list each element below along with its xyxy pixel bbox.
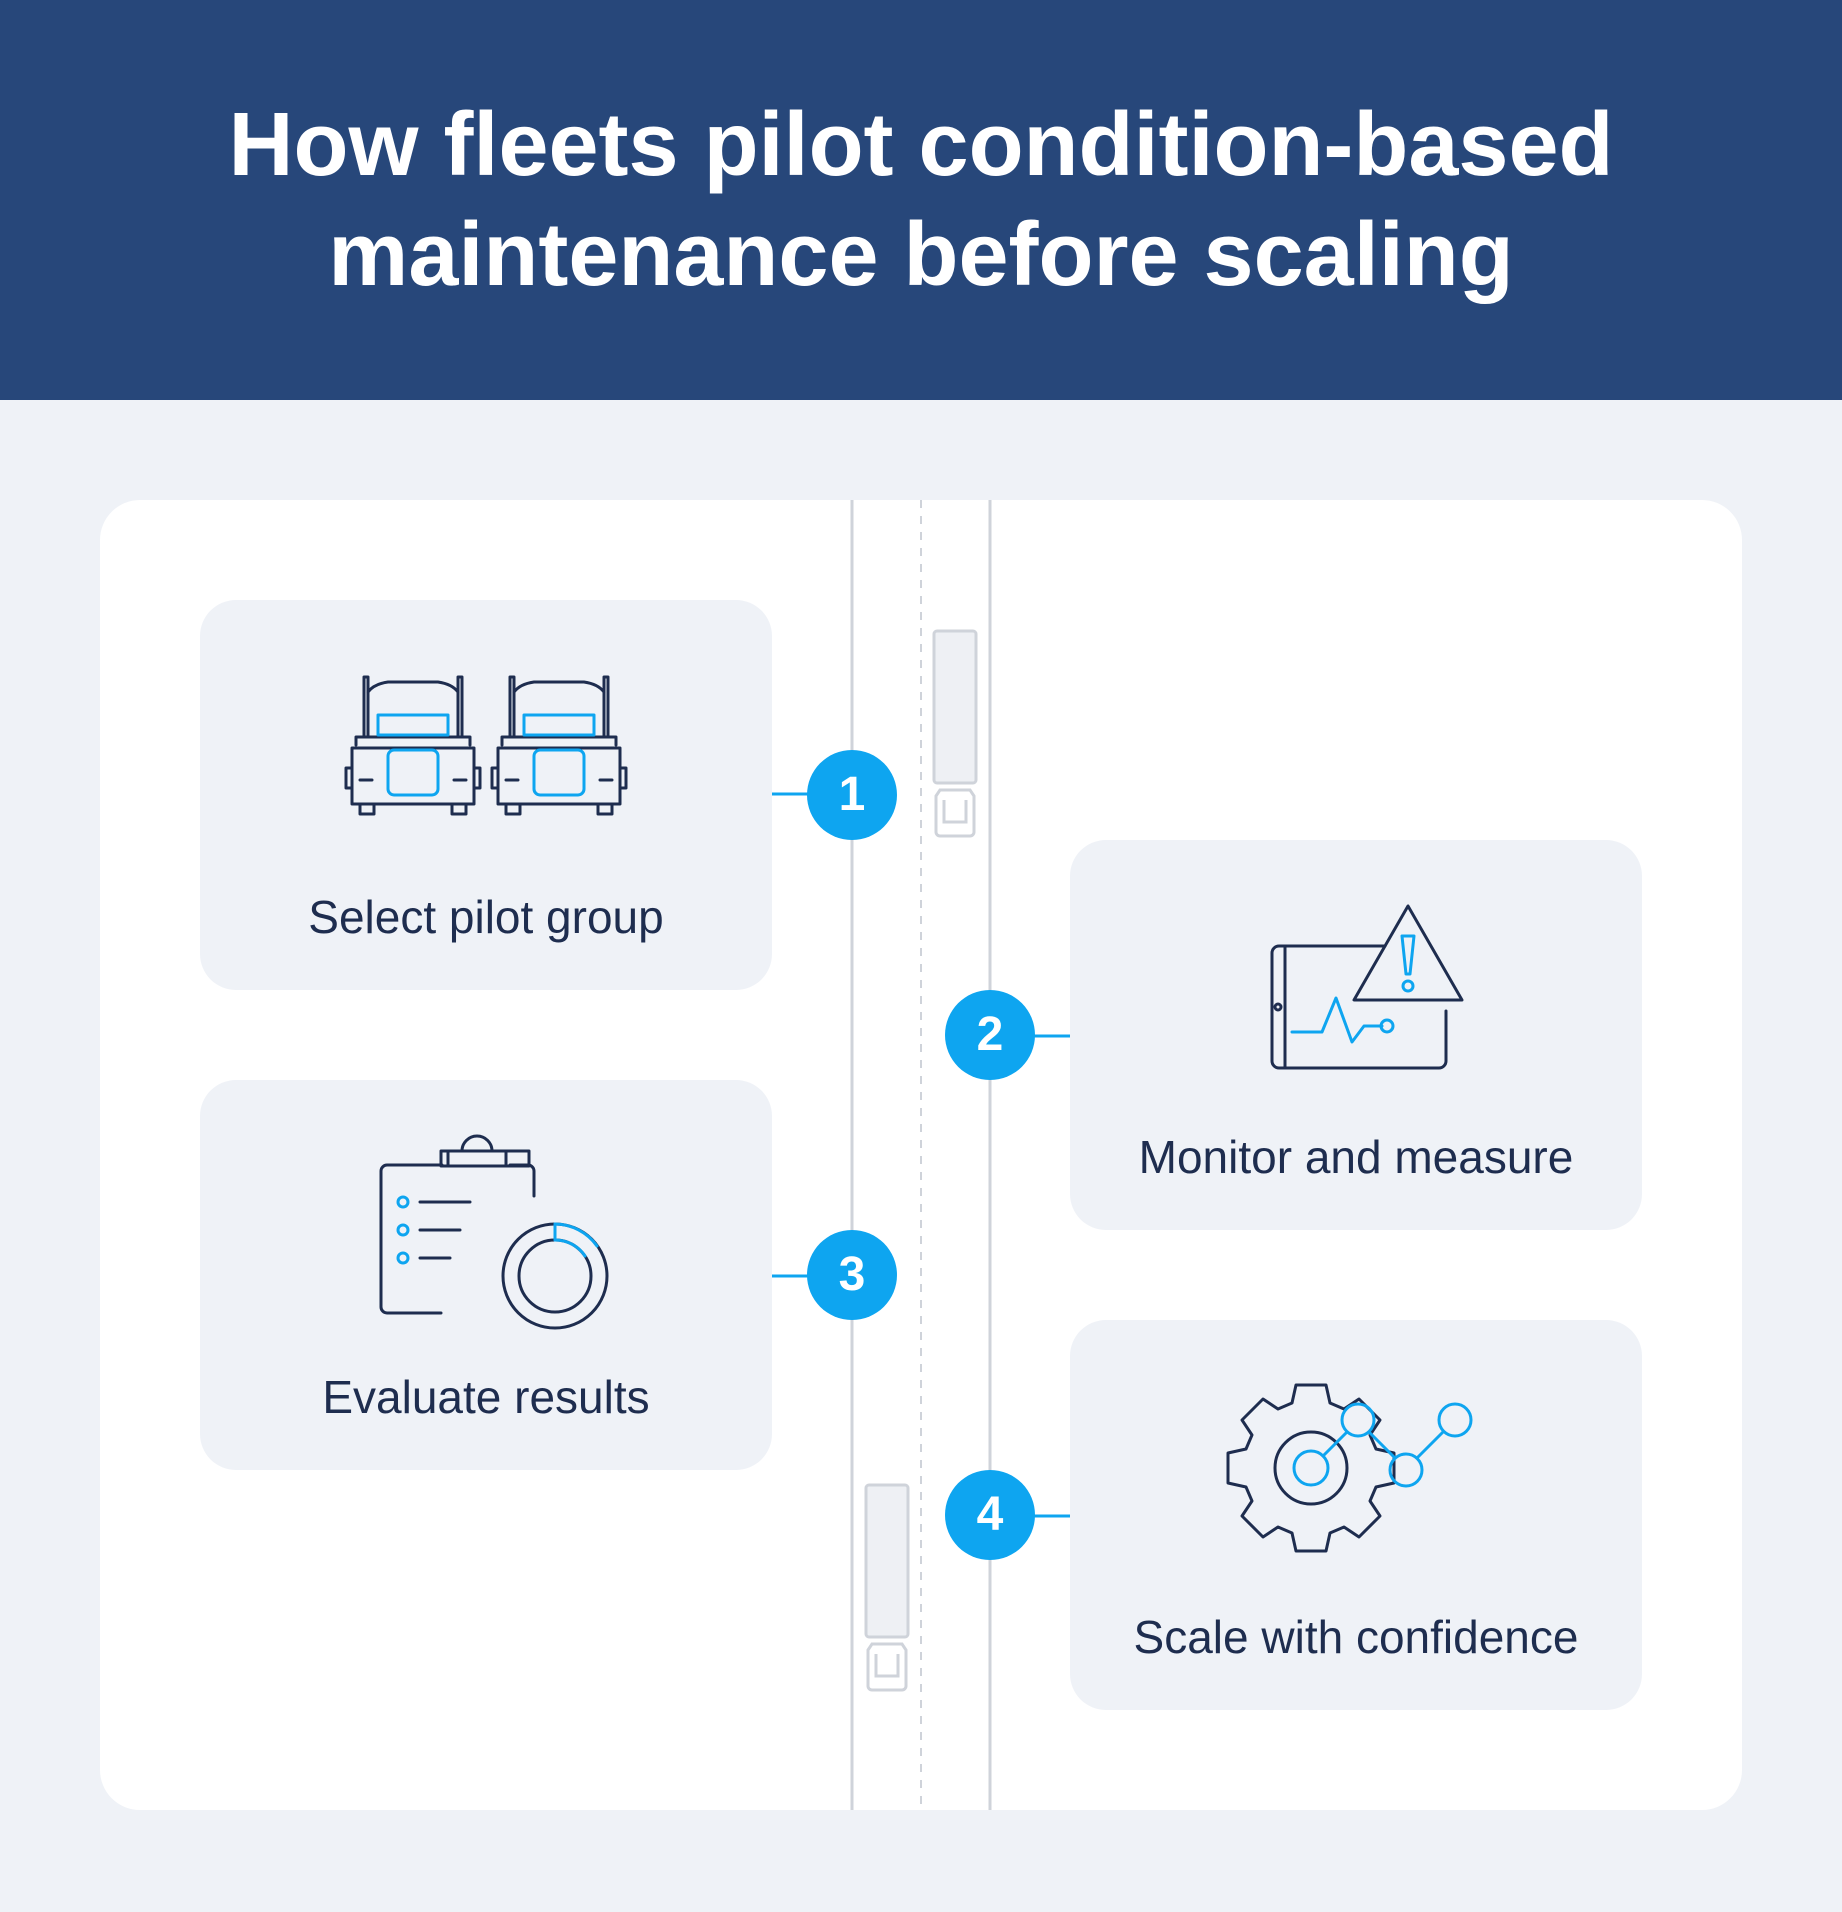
step-card-1: Select pilot group	[200, 600, 772, 990]
trucks-icon	[344, 675, 628, 816]
gear-growth-icon	[1226, 1383, 1473, 1553]
step-label-4: Scale with confidence	[1133, 1611, 1579, 1663]
truck-top-icon	[932, 629, 978, 838]
step-card-2: Monitor and measure	[1070, 840, 1642, 1230]
page-title: How fleets pilot condition-based mainten…	[228, 95, 1614, 305]
step-label-1: Select pilot group	[308, 891, 664, 943]
step-badge-1: 1	[807, 750, 897, 840]
header-banner: How fleets pilot condition-based mainten…	[0, 0, 1842, 400]
step-badge-3: 3	[807, 1230, 897, 1320]
road-illustration	[772, 500, 1070, 1810]
step-label-3: Evaluate results	[322, 1371, 650, 1423]
clipboard-chart-icon	[379, 1134, 609, 1330]
step-badge-2: 2	[945, 990, 1035, 1080]
step-label-2: Monitor and measure	[1138, 1131, 1574, 1183]
tablet-alert-icon	[1270, 904, 1464, 1070]
step-badge-4: 4	[945, 1470, 1035, 1560]
step-card-3: Evaluate results	[200, 1080, 772, 1470]
step-card-4: Scale with confidence	[1070, 1320, 1642, 1710]
timeline-panel: Select pilot group Monitor and measure	[100, 500, 1742, 1810]
truck-bottom-icon	[864, 1483, 910, 1692]
